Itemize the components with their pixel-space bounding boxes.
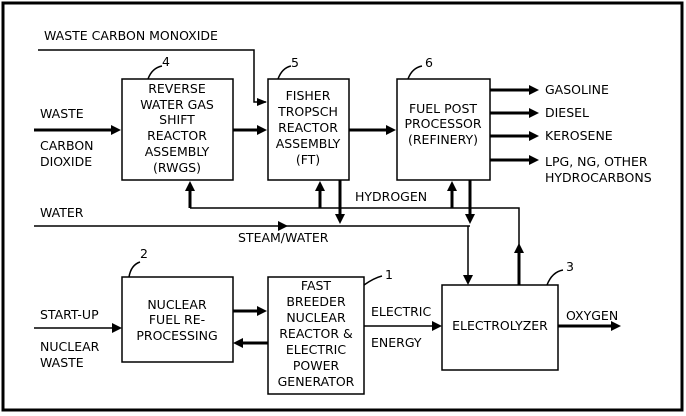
hydrocarbons-label: HYDROCARBONS — [545, 170, 652, 185]
reactor-number: 1 — [385, 267, 393, 282]
ft-label: FISHER TROPSCH REACTOR ASSEMBLY (FT) — [276, 88, 341, 167]
svg-text:BREEDER: BREEDER — [286, 294, 346, 309]
ft-box — [267, 78, 350, 181]
svg-text:REACTOR: REACTOR — [278, 120, 338, 135]
rwgs-ft-head — [257, 125, 267, 135]
svg-text:REVERSE: REVERSE — [148, 81, 206, 96]
svg-text:FISHER: FISHER — [286, 88, 331, 103]
svg-text:FUEL POST: FUEL POST — [409, 101, 477, 116]
rwgs-box — [121, 78, 234, 181]
svg-text:POWER: POWER — [293, 358, 340, 373]
gasoline-head — [529, 85, 539, 95]
svg-text:NUCLEAR: NUCLEAR — [286, 310, 346, 325]
carbon-label: CARBON — [40, 138, 94, 153]
svg-text:REACTOR &: REACTOR & — [279, 326, 353, 341]
reprocessing-label: NUCLEAR FUEL RE- PROCESSING — [136, 297, 217, 343]
reactor-leader — [363, 275, 383, 286]
ft-number: 5 — [291, 55, 299, 70]
startup-head — [112, 323, 122, 333]
hydrogen-label: HYDROGEN — [355, 189, 427, 204]
reprocessing-number: 2 — [140, 246, 148, 261]
refinery-label: FUEL POST PROCESSOR (REFINERY) — [404, 101, 481, 147]
diesel-label: DIESEL — [545, 105, 589, 120]
ft-refinery-head — [386, 125, 396, 135]
svg-text:PROCESSING: PROCESSING — [136, 328, 217, 343]
steam-water-label: STEAM/WATER — [238, 230, 329, 245]
svg-text:WATER GAS: WATER GAS — [140, 97, 214, 112]
svg-text:(REFINERY): (REFINERY) — [408, 132, 478, 147]
reprocessing-box — [121, 276, 234, 363]
electrolyzer-number: 3 — [566, 259, 574, 274]
svg-text:REACTOR: REACTOR — [147, 128, 207, 143]
water-label: WATER — [40, 205, 84, 220]
energy-label: ENERGY — [371, 335, 422, 350]
refinery-number: 6 — [425, 55, 433, 70]
oxygen-label: OXYGEN — [566, 308, 618, 323]
svg-text:SHIFT: SHIFT — [159, 112, 195, 127]
refinery-leader — [407, 65, 423, 80]
electrolyzer-h2-head — [514, 243, 524, 253]
waste-co-arrow — [38, 49, 267, 106]
reprocessing-leader — [128, 261, 141, 278]
h2-rwgs-head — [185, 181, 195, 191]
svg-text:FUEL RE-: FUEL RE- — [149, 312, 205, 327]
dioxide-label: DIOXIDE — [40, 154, 92, 169]
gasoline-label: GASOLINE — [545, 82, 609, 97]
svg-text:(FT): (FT) — [296, 152, 320, 167]
h2-ft-head — [315, 181, 325, 191]
svg-text:PROCESSOR: PROCESSOR — [404, 116, 481, 131]
svg-text:GENERATOR: GENERATOR — [278, 374, 355, 389]
refinery-water-head — [465, 214, 475, 224]
water-electrolyzer-head — [463, 275, 473, 285]
svg-text:ELECTRIC: ELECTRIC — [286, 342, 346, 357]
svg-text:NUCLEAR: NUCLEAR — [147, 297, 207, 312]
waste-co-label: WASTE CARBON MONOXIDE — [44, 28, 218, 43]
startup-label: START-UP — [40, 307, 99, 322]
co2-arrow-head — [111, 125, 121, 135]
waste-label: WASTE — [40, 106, 84, 121]
hydrogen-header-line — [190, 207, 520, 253]
electric-head — [432, 321, 442, 331]
electrolyzer-leader — [546, 269, 564, 286]
rwgs-number: 4 — [162, 54, 170, 69]
ft-leader — [277, 65, 292, 80]
svg-text:TROPSCH: TROPSCH — [277, 104, 338, 119]
svg-text:(RWGS): (RWGS) — [153, 160, 201, 175]
lpg-head — [529, 155, 539, 165]
electric-label: ELECTRIC — [371, 304, 431, 319]
electrolyzer-label: ELECTROLYZER — [452, 318, 548, 333]
ft-water-head — [335, 214, 345, 224]
nuclear-label: NUCLEAR — [40, 339, 100, 354]
reactor-label: FAST BREEDER NUCLEAR REACTOR & ELECTRIC … — [278, 278, 355, 389]
kerosene-label: KEROSENE — [545, 128, 613, 143]
reactor-reproc-head — [233, 338, 243, 348]
reactor-box — [267, 276, 365, 395]
reproc-reactor-head — [257, 306, 267, 316]
rwgs-label: REVERSE WATER GAS SHIFT REACTOR ASSEMBLY… — [140, 81, 214, 175]
rwgs-leader — [147, 65, 163, 80]
electrolyzer-box — [441, 284, 559, 371]
lpg-label: LPG, NG, OTHER — [545, 154, 648, 169]
svg-text:ASSEMBLY: ASSEMBLY — [145, 144, 210, 159]
kerosene-head — [529, 131, 539, 141]
h2-refinery-head — [447, 181, 457, 191]
svg-text:ASSEMBLY: ASSEMBLY — [276, 136, 341, 151]
svg-text:FAST: FAST — [301, 278, 332, 293]
diesel-head — [529, 108, 539, 118]
water-head — [278, 221, 288, 231]
nuclear-waste-label: WASTE — [40, 355, 84, 370]
refinery-box — [396, 78, 491, 181]
oxygen-head — [611, 321, 621, 331]
